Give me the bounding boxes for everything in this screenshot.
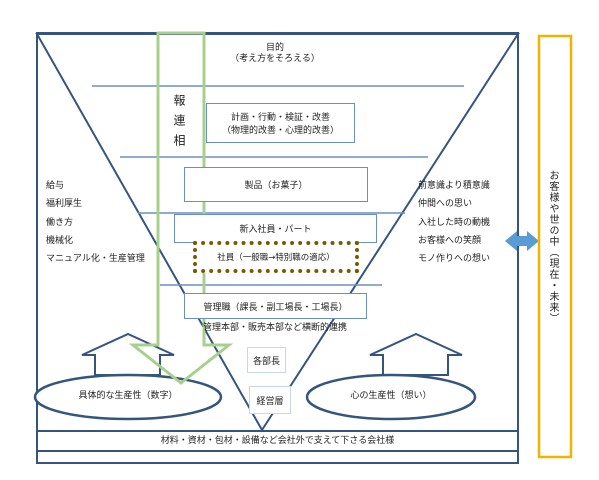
plan-box-line1: 計画・行動・検証・改善 [230, 113, 330, 123]
plan-box-line2: （物理的改善・心理的改善） [221, 126, 339, 136]
left-ellipse-label: 具体的な生産性（数字） [78, 391, 178, 401]
bottom-bar-text: 材料・資材・包材・設備など会社外で支えて下さる会社様 [160, 436, 395, 446]
right-list-item: お客様への笑顔 [418, 235, 482, 246]
left-ellipse [33, 373, 223, 421]
right-list-item: 入社した時の動機 [418, 217, 491, 228]
employee-box: 社員（一般職→特別職の適応） [193, 241, 359, 273]
left-list-item: 給与 [46, 181, 65, 191]
cross-link-text: 管理本部・販売本部など横断的連携 [203, 323, 348, 333]
purpose-subtitle: （考え方をそろえる） [230, 54, 320, 65]
manager-box: 管理職（課長・副工場長・工場長） [184, 293, 367, 319]
left-list-item: 機械化 [46, 235, 74, 246]
left-list: 給与 福利厚生 働き方 機械化 マニュアル化・生産管理 [46, 181, 145, 272]
right-list-item: 前意識より積意識 [418, 181, 490, 191]
left-list-item: 働き方 [46, 217, 74, 228]
right-up-arrow [369, 332, 463, 376]
left-list-item: 福利厚生 [46, 199, 83, 210]
purpose-title: 目的 [265, 43, 284, 53]
right-list: 前意識より積意識 仲間への思い 入社した時の動機 お客様への笑顔 モノ作りへの想… [418, 181, 490, 272]
newhire-box: 新入社員・パート [174, 214, 377, 243]
double-arrow-icon [505, 231, 539, 251]
side-label: お客様や世の中（現在・未来） [547, 170, 558, 324]
side-frame [537, 34, 573, 459]
right-list-item: 仲間への思い [418, 199, 473, 210]
plan-box: 計画・行動・検証・改善 （物理的改善・心理的改善） [206, 103, 355, 143]
right-ellipse [305, 373, 477, 421]
left-up-arrow [81, 332, 175, 376]
right-list-item: モノ作りへの想い [418, 254, 491, 264]
green-down-arrow [128, 31, 234, 385]
right-ellipse-label: 心の生産性（想い） [350, 391, 432, 401]
dept-head-box: 各部長 [247, 347, 286, 373]
purpose-block: 目的 （考え方をそろえる） [220, 43, 330, 66]
product-box: 製品（お菓子） [184, 167, 368, 202]
left-list-item: マニュアル化・生産管理 [46, 254, 145, 264]
executive-box: 経営層 [249, 386, 291, 414]
bottom-bar-frame [36, 430, 519, 452]
hourensou-label: 報連相 [172, 94, 186, 154]
